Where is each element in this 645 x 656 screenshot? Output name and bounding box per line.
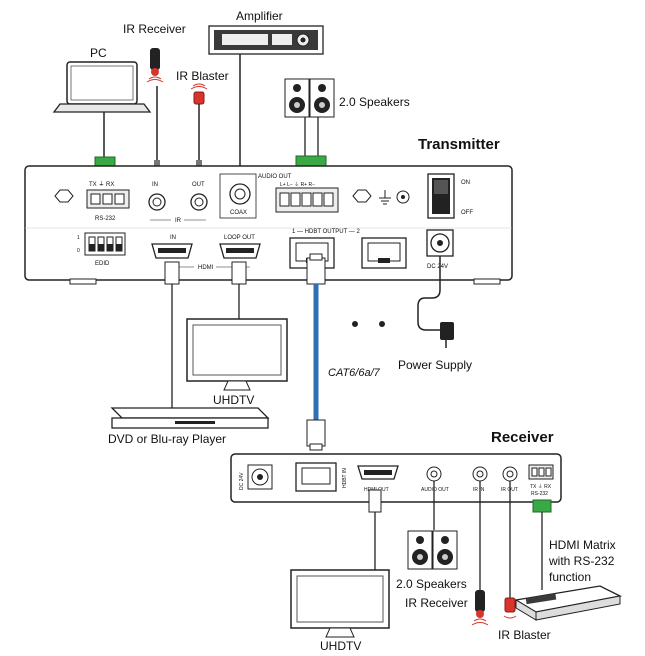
tx-hdmi-in-label: IN [170,235,176,241]
tx-edid-label: EDID [95,261,110,267]
hdmi-matrix-line1: HDMI Matrix [549,538,616,552]
ir-blaster-top-label: IR Blaster [176,69,229,83]
rx-rs232-plug-icon [532,499,552,513]
dot-icon [352,321,358,327]
rj45-plug-top-icon [306,257,326,285]
power-supply-label: Power Supply [398,358,472,372]
ground-icon [379,190,391,205]
hdmi-plug-loop-icon [231,261,247,285]
uhdtv-top-icon [186,318,288,391]
screw-left-icon [54,189,74,203]
uhdtv-top-label: UHDTV [213,393,254,407]
tx-ir-in-label: IN [152,182,158,188]
hdmi-matrix-line3: function [549,570,591,584]
transmitter-title: Transmitter [418,136,500,153]
speakers-bottom-label: 2.0 Speakers [396,577,467,591]
speakers-top-label: 2.0 Speakers [339,95,410,109]
tx-dc-label: DC 24V [427,264,448,270]
cable-label: CAT6/6a/7 [328,367,381,379]
hdmi-matrix-icon [514,585,623,621]
tx-edid-1: 1 [77,235,80,241]
ir-receiver-bottom-icon [471,590,489,626]
rx-dc-label: DC 24V [239,472,245,490]
tx-off-label: OFF [461,210,473,216]
rj45-plug-bottom-icon [306,419,326,447]
tx-ir-label: IR [175,218,182,224]
power-adapter-icon [440,322,454,340]
ir-blaster-bottom-icon [503,597,517,619]
rx-hdbt-in-label: HDBT IN [342,468,348,488]
tx-coax-label: COAX [230,210,247,216]
ir-blaster-bottom-label: IR Blaster [498,628,551,642]
rx-ir-in-label: IR IN [473,487,485,493]
hdmi-plug-in-icon [164,261,180,285]
rx-hdmi-plug-icon [368,489,382,513]
pc-laptop-icon [52,61,152,113]
uhdtv-bottom-icon [290,569,390,638]
speakers-bottom-icon [407,530,458,570]
tx-ir-out-label: OUT [192,182,205,188]
pc-label: PC [90,46,107,60]
ir-receiver-top-label: IR Receiver [123,22,186,36]
dvd-player-label: DVD or Blu-ray Player [108,432,226,446]
tx-rs232-label: RS-232 [95,216,116,222]
tx-hdbt-label: 1 — HDBT OUTPUT — 2 [292,229,360,235]
rx-rs232-pins: TX ⏚ RX [530,483,552,490]
rx-audio-out-label: AUDIO OUT [421,487,449,493]
receiver-title: Receiver [491,429,554,446]
tx-rs232-pins: TX ⏚ RX [89,181,114,188]
ir-blaster-top-icon [190,83,208,105]
tx-audio-out-label: AUDIO OUT [258,174,292,180]
screw-right-icon [352,189,372,203]
tx-edid-0: 0 [77,248,80,254]
ir-receiver-top-icon [146,48,164,83]
amplifier-icon [208,25,324,55]
tx-hdmi-loop-label: LOOP OUT [224,235,255,241]
tx-on-label: ON [461,180,470,186]
ir-receiver-bottom-label: IR Receiver [405,596,468,610]
speakers-top-icon [284,78,335,118]
uhdtv-bottom-label: UHDTV [320,639,361,653]
hdmi-matrix-line2: with RS-232 [548,554,615,568]
dot-icon [379,321,385,327]
amplifier-label: Amplifier [236,9,283,23]
dvd-player-icon [110,407,270,429]
rx-rs232-label: RS-232 [531,491,548,497]
tx-hdmi-label: HDMI [198,265,214,271]
tx-audio-pins: L+ L− ⏚ R+ R− [280,181,315,188]
